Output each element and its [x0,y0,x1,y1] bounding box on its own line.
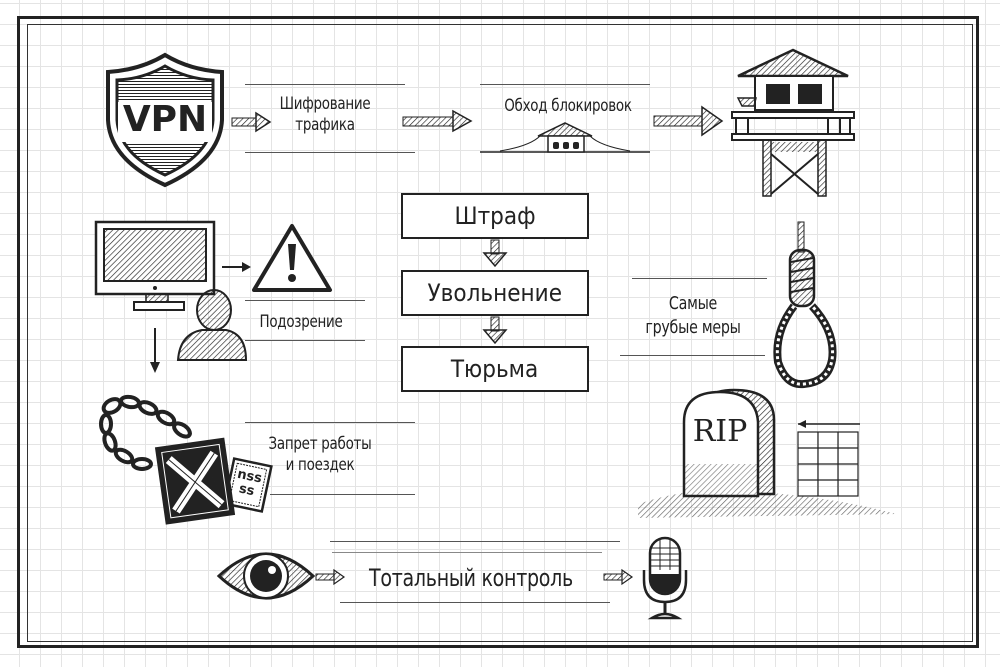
total-control-label: Тотальный контроль [369,564,573,592]
divider-line [480,84,650,85]
arrow-right-icon [231,111,272,133]
divider-line [330,541,620,542]
bunker-icon [480,122,650,153]
divider-line [245,422,415,423]
arrow-right-icon [402,109,473,133]
microphone-icon [642,536,688,620]
encryption-label: Шифрование трафика [259,94,391,136]
divider-line [270,494,415,495]
arrow-down-icon [482,239,508,268]
banned-stamp-icon [154,437,236,525]
step-label-prison: Тюрьма [451,355,539,383]
arrow-down-icon [482,316,508,345]
noose-icon [773,221,837,389]
vpn-text: VPN [122,99,208,140]
tombstone-icon [638,388,896,518]
step-label-dismissal: Увольнение [427,279,563,307]
outer-frame [17,16,979,648]
step-box-prison: Тюрьма [401,346,589,392]
step-label-fine: Штраф [454,202,536,230]
harshest-label-line-2: грубые меры [645,317,741,338]
arrow-right-icon [603,568,634,586]
divider-line [245,152,415,153]
arrow-right-icon [653,105,724,137]
divider-line [245,340,365,341]
step-box-fine: Штраф [401,193,589,239]
divider-line [340,602,610,603]
arrow-right-icon [222,262,251,272]
step-box-dismissal: Увольнение [401,270,589,316]
watchtower-icon [731,48,855,197]
ban-label-line-2: и поездек [285,455,355,475]
monitor-stand-icon [133,301,185,311]
tombstone-text: RIP [692,414,748,449]
bypass-label: Обход блокировок [504,96,632,116]
eye-icon [216,552,316,600]
encryption-label-line-1: Шифрование [279,94,371,114]
harshest-label-line-1: Самые [668,293,718,314]
divider-line [620,355,765,356]
ban-label: Запрет работы и поездек [254,434,386,476]
ban-label-line-1: Запрет работы [268,434,372,454]
divider-line [245,84,405,85]
computer-monitor-icon [94,220,216,303]
divider-line [245,300,365,301]
divider-line [632,278,767,279]
divider-line [332,552,602,553]
suspicion-label: Подозрение [259,312,343,332]
encryption-label-line-2: трафика [295,115,355,135]
warning-icon [252,224,332,292]
harshest-label: Самые грубые меры [627,292,759,340]
inner-frame [27,24,973,642]
vpn-shield-icon [106,52,224,188]
arrow-down-icon [150,328,160,373]
person-icon [176,289,248,361]
chain-icon [99,394,192,471]
arrow-right-icon [315,568,346,586]
